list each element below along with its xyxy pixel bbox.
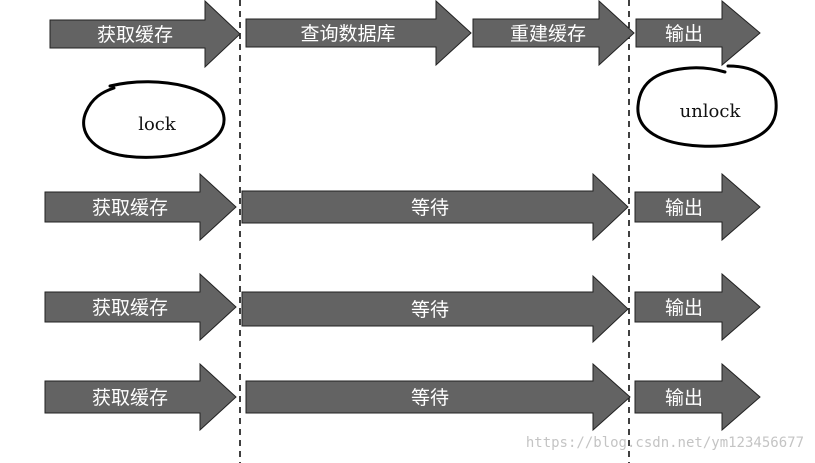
arrow-right-icon: [245, 0, 472, 67]
arrow-right-icon: [241, 172, 629, 242]
arrow-label: 等待: [411, 299, 449, 321]
arrow-label: 查询数据库: [300, 23, 395, 45]
row-1: 获取缓存 查询数据库 重建缓存 输出: [49, 0, 761, 69]
arrow-output: 输出: [635, 0, 761, 67]
arrow-label: 输出: [665, 297, 703, 319]
arrow-label: 输出: [665, 197, 703, 219]
arrow-wait: 等待: [245, 362, 631, 432]
arrow-right-icon: [634, 172, 761, 242]
arrow-right-icon: [635, 0, 761, 67]
unlock-annotation: unlock: [636, 64, 778, 148]
row-3: 获取缓存 等待 输出: [44, 272, 761, 344]
arrow-label: 重建缓存: [510, 23, 586, 45]
lock-annotation: lock: [82, 80, 226, 159]
lock-circle: [82, 80, 226, 159]
arrow-get-cache: 获取缓存: [44, 272, 237, 342]
lock-label: lock: [138, 114, 177, 135]
row-4: 获取缓存 等待 输出: [44, 362, 761, 432]
arrow-label: 输出: [665, 23, 703, 45]
unlock-label: unlock: [680, 101, 742, 122]
arrow-label: 获取缓存: [92, 197, 168, 219]
arrow-get-cache: 获取缓存: [44, 172, 237, 242]
arrow-get-cache: 获取缓存: [49, 0, 241, 69]
arrow-right-icon: [49, 0, 241, 69]
watermark-text: https://blog.csdn.net/ym123456677: [526, 435, 804, 451]
arrow-label: 等待: [411, 197, 449, 219]
arrow-output: 输出: [634, 272, 761, 342]
arrow-wait: 等待: [241, 274, 629, 344]
arrow-label: 获取缓存: [92, 297, 168, 319]
row-2: 获取缓存 等待 输出: [44, 172, 761, 242]
arrow-get-cache: 获取缓存: [44, 362, 237, 432]
arrow-right-icon: [241, 274, 629, 344]
arrow-right-icon: [245, 362, 631, 432]
unlock-circle: [636, 64, 778, 148]
arrow-label: 获取缓存: [92, 387, 168, 409]
arrow-right-icon: [634, 362, 761, 432]
arrow-label: 获取缓存: [97, 24, 173, 46]
arrow-right-icon: [44, 362, 237, 432]
arrow-right-icon: [44, 172, 237, 242]
arrow-label: 输出: [665, 387, 703, 409]
arrow-label: 等待: [411, 387, 449, 409]
arrow-output: 输出: [634, 362, 761, 432]
arrow-wait: 等待: [241, 172, 629, 242]
arrow-output: 输出: [634, 172, 761, 242]
arrow-right-icon: [634, 272, 761, 342]
arrow-query-database: 查询数据库: [245, 0, 472, 67]
arrow-right-icon: [472, 0, 635, 67]
arrow-rebuild-cache: 重建缓存: [472, 0, 635, 67]
arrow-right-icon: [44, 272, 237, 342]
